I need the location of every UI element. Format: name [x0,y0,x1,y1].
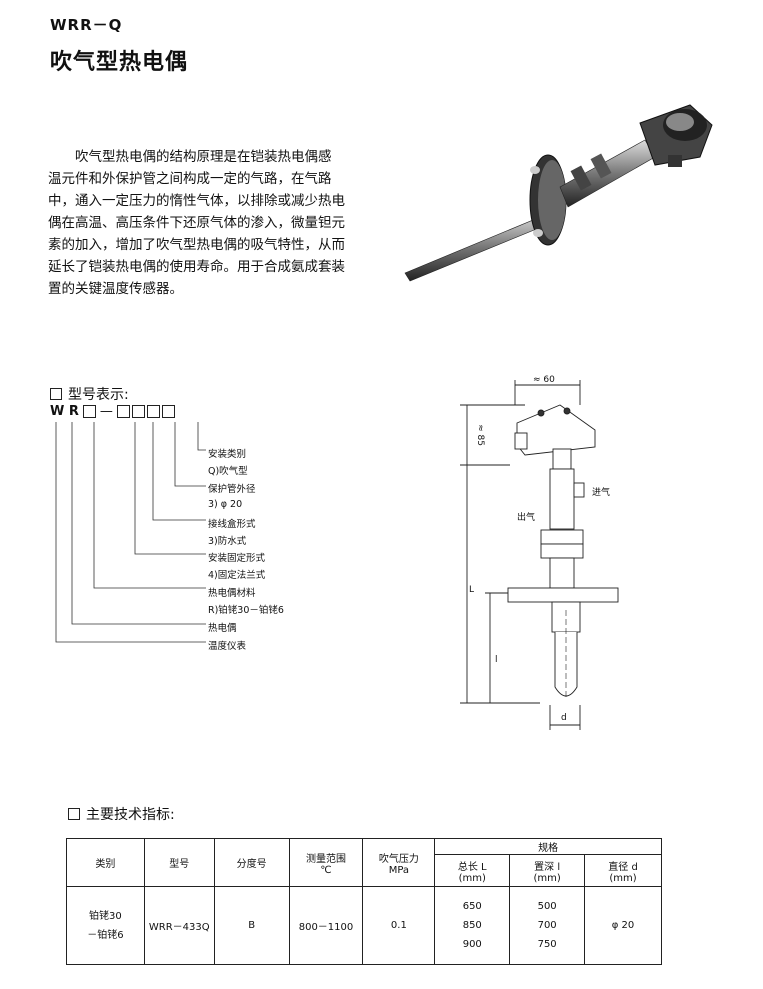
code-label: 安装类别 [208,449,247,460]
table-row: 铂铑30 －铂铑6 WRR－433Q B 800－1100 0.1 650 85… [66,886,662,965]
length-value: 850 [462,920,482,931]
inlet-label: 进气 [592,488,611,498]
technical-drawing: ≈ 60 ≈ 85 进气 出气 L l d [455,375,635,735]
cell-lengths: 650 850 900 [434,886,511,965]
description-line: 偶在高温、高压条件下还原气体的渗入，微量钽元 [48,215,345,231]
depth-value: 500 [537,901,557,912]
height-dimension: ≈ 85 [474,424,485,446]
spec-section-heading: 主要技术指标: [68,804,175,824]
code-box [131,405,145,418]
description: 吹气型热电偶的结构原理是在铠装热电偶感 温元件和外保护管之间构成一定的气路，在气… [48,146,378,300]
description-line: 延长了铠装热电偶的使用寿命。用于合成氨成套装 [48,259,345,275]
cell-category: 铂铑30 －铂铑6 [66,886,145,965]
model-heading-text: 型号表示: [68,387,129,403]
header-model: 型号 [143,838,215,887]
code-label: 热电偶 [208,623,237,634]
cell-pressure: 0.1 [362,886,436,965]
product-photo [404,104,713,282]
code-label: 4)固定法兰式 [208,570,266,581]
mm-unit: (mm) [458,872,486,884]
spec-table: 类别 型号 分度号 测量范围 ℃ 吹气压力 MPa 规格 总长 L (mm) 置… [66,838,662,965]
product-code: WRR－Q [50,16,123,34]
diameter-label: 直径 d [608,861,638,873]
code-box [82,405,96,418]
model-section-heading: 型号表示: [50,384,129,404]
category-line: 铂铑30 [89,910,122,922]
depth-value: 750 [537,939,557,950]
code-label: 热电偶材料 [208,588,256,599]
code-label: Q)吹气型 [208,466,248,477]
model-code-line: W R — [50,404,176,419]
outlet-label: 出气 [517,513,536,523]
range-label: 测量范围 [306,853,346,865]
drawing-lines [460,380,619,730]
header-graduation: 分度号 [213,838,290,887]
header-spec: 规格 [434,838,662,855]
code-label: 保护管外径 [208,484,256,495]
header-total-length: 总长 L (mm) [434,854,511,887]
header-range: 测量范围 ℃ [288,838,364,887]
code-box [116,405,130,418]
length-value: 650 [462,901,482,912]
code-label: 接线盒形式 [208,519,256,530]
cell-diameter: φ 20 [584,886,662,965]
code-dash: — [99,404,113,419]
pressure-label: 吹气压力 [378,853,419,865]
cell-model: WRR－433Q [143,886,215,965]
description-line: 中，通入一定压力的惰性气体，以排除或减少热电 [48,193,345,209]
code-label: R)铂铑30－铂铑6 [208,605,284,616]
description-line: 温元件和外保护管之间构成一定的气路，在气路 [48,171,332,187]
description-line: 吹气型热电偶的结构原理是在铠装热电偶感 [75,149,332,165]
code-box [146,405,160,418]
category-line: －铂铑6 [87,929,124,941]
cell-graduation: B [213,886,290,965]
cell-depths: 500 700 750 [509,886,586,965]
header-category: 类别 [66,838,145,887]
checkbox-icon [50,388,62,400]
length-value: 900 [462,939,482,950]
code-label: 3)防水式 [208,536,247,547]
diameter-label: d [561,713,567,723]
code-label: 3) φ 20 [208,499,243,510]
page-title: 吹气型热电偶 [50,50,189,75]
cell-range: 800－1100 [288,886,364,965]
width-dimension: ≈ 60 [533,375,555,385]
description-line: 置的关键温度传感器。 [48,281,183,297]
depth-label: 置深 l [534,861,561,873]
header-pressure: 吹气压力 MPa [362,838,436,887]
range-unit: ℃ [320,864,332,876]
code-label: 安装固定形式 [208,553,266,564]
total-length-label: 总长 L [457,861,487,873]
header-depth: 置深 l (mm) [509,854,586,887]
pressure-unit: MPa [388,864,410,876]
code-label: 温度仪表 [208,641,247,652]
description-line: 素的加入，增加了吹气型热电偶的吸气特性，从而 [48,237,345,253]
depth-value: 700 [537,920,557,931]
spec-heading-text: 主要技术指标: [86,807,175,823]
header-diameter: 直径 d (mm) [584,854,662,887]
mm-unit: (mm) [533,872,561,884]
checkbox-icon [68,808,80,820]
code-box [161,405,175,418]
mm-unit: (mm) [609,872,637,884]
length-label: L [469,585,475,595]
model-prefix: W R [50,404,79,419]
depth-label: l [495,655,498,665]
model-code-connectors [55,422,206,643]
